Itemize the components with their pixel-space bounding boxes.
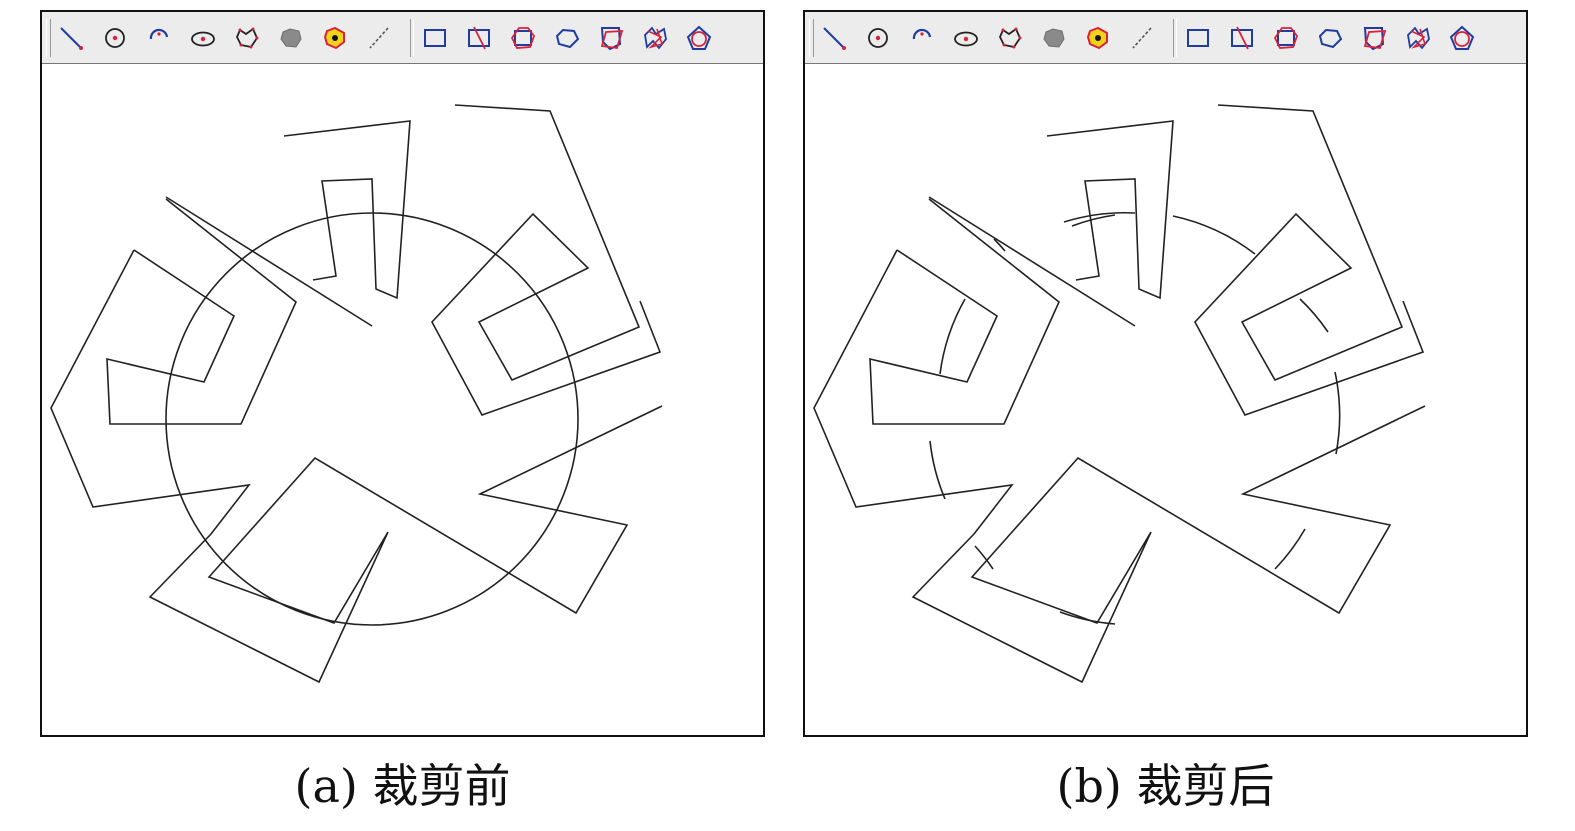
ellipse-tool-icon — [954, 31, 978, 47]
polygon-window-clip-tool-button[interactable] — [1359, 23, 1389, 53]
arc-tool-icon — [912, 28, 932, 40]
polygon-clip-tool-button[interactable] — [1271, 23, 1301, 53]
clip-boundary-arc — [1334, 371, 1341, 455]
complex-polygon-clip-tool-icon — [644, 26, 667, 50]
arc-tool-button[interactable] — [907, 23, 937, 53]
convex-polygon-tool-icon — [1318, 28, 1343, 49]
clip-boundary-arc — [1299, 298, 1329, 333]
clip-circle-window — [165, 212, 579, 626]
line-tool-button[interactable] — [819, 23, 849, 53]
circle-clip-tool-button[interactable] — [1447, 23, 1477, 53]
polygon-tool-icon — [236, 27, 259, 49]
line-tool-icon — [823, 27, 846, 50]
clip-boundary-arc — [1059, 611, 1116, 625]
circle-tool-icon — [868, 28, 888, 48]
fill-tool-icon — [1043, 28, 1065, 48]
rectangle-tool-button[interactable] — [1183, 23, 1213, 53]
panel-before-clipping — [40, 10, 765, 737]
drawing-canvas[interactable] — [805, 64, 1526, 735]
clipped-polygon-shape — [869, 198, 1060, 425]
line-tool-button[interactable] — [56, 23, 86, 53]
caption-before-clipping: (a) 裁剪前 — [294, 759, 511, 813]
complex-polygon-clip-tool-button[interactable] — [1403, 23, 1433, 53]
polygon-clip-tool-icon — [1273, 27, 1299, 49]
circle-tool-button[interactable] — [100, 23, 130, 53]
clipped-polygon-shape — [1194, 104, 1425, 416]
rectangle-tool-icon — [1187, 29, 1209, 47]
polygon-shape — [50, 249, 663, 684]
ellipse-tool-button[interactable] — [188, 23, 218, 53]
polygon-tool-button[interactable] — [232, 23, 262, 53]
seed-fill-tool-button[interactable] — [320, 23, 350, 53]
drawing-toolbar — [805, 12, 1526, 64]
polygon-shape — [283, 120, 411, 300]
polygon-tool-icon — [999, 27, 1022, 49]
circle-clip-tool-button[interactable] — [684, 23, 714, 53]
clip-boundary-arc — [939, 298, 966, 375]
clip-boundary-arc — [974, 545, 994, 570]
panel-after-clipping — [803, 10, 1528, 737]
polygon-window-clip-tool-button[interactable] — [596, 23, 626, 53]
clipped-polygon-shape — [1046, 120, 1174, 300]
convex-polygon-tool-icon — [555, 28, 580, 49]
rectangle-tool-button[interactable] — [420, 23, 450, 53]
line-clip-tool-button[interactable] — [464, 23, 494, 53]
caption-after-clipping: (b) 裁剪后 — [1056, 759, 1275, 813]
polygon-shape — [165, 196, 373, 327]
seed-fill-tool-icon — [323, 26, 345, 50]
dashed-line-tool-icon — [1132, 27, 1152, 49]
complex-polygon-clip-tool-icon — [1407, 26, 1430, 50]
line-clip-tool-icon — [1231, 26, 1253, 50]
circle-clip-tool-icon — [686, 25, 712, 50]
convex-polygon-tool-button[interactable] — [552, 23, 582, 53]
fill-tool-icon — [280, 28, 302, 48]
drawing-canvas[interactable] — [42, 64, 763, 735]
circle-tool-button[interactable] — [863, 23, 893, 53]
fill-tool-button[interactable] — [1039, 23, 1069, 53]
clip-boundary-arc — [1274, 528, 1306, 570]
toolbar-separator — [1173, 19, 1177, 57]
circle-clip-tool-icon — [1449, 25, 1475, 50]
polygon-clip-tool-button[interactable] — [508, 23, 538, 53]
toolbar-grip[interactable] — [809, 19, 814, 57]
line-tool-icon — [60, 27, 83, 50]
clip-boundary-arc — [1172, 215, 1256, 255]
seed-fill-tool-button[interactable] — [1083, 23, 1113, 53]
polygon-tool-button[interactable] — [995, 23, 1025, 53]
dashed-line-tool-icon — [369, 27, 389, 49]
toolbar-separator — [410, 19, 414, 57]
clip-boundary-arc — [993, 238, 1006, 252]
toolbar-grip[interactable] — [46, 19, 51, 57]
clipped-polygon-shape — [813, 249, 1426, 684]
ellipse-tool-icon — [191, 31, 215, 47]
fill-tool-button[interactable] — [276, 23, 306, 53]
dashed-line-tool-button[interactable] — [364, 23, 394, 53]
seed-fill-tool-icon — [1086, 26, 1108, 50]
circle-tool-icon — [105, 28, 125, 48]
drawing-surface[interactable] — [805, 64, 1526, 735]
arc-tool-button[interactable] — [144, 23, 174, 53]
clipped-polygon-shape — [928, 196, 1136, 327]
polygon-clip-tool-icon — [510, 27, 536, 49]
clip-boundary-arc — [1071, 214, 1116, 227]
line-clip-tool-icon — [468, 26, 490, 50]
clip-boundary-arc — [1063, 211, 1136, 223]
dashed-line-tool-button[interactable] — [1127, 23, 1157, 53]
clip-boundary-arc — [929, 440, 946, 500]
drawing-toolbar — [42, 12, 763, 64]
polygon-window-clip-tool-icon — [600, 27, 624, 51]
arc-tool-icon — [149, 28, 169, 40]
rectangle-tool-icon — [424, 29, 446, 47]
polygon-shape — [431, 104, 662, 416]
drawing-surface[interactable] — [42, 64, 763, 735]
convex-polygon-tool-button[interactable] — [1315, 23, 1345, 53]
polygon-window-clip-tool-icon — [1363, 27, 1387, 51]
complex-polygon-clip-tool-button[interactable] — [640, 23, 670, 53]
polygon-shape — [106, 198, 297, 425]
line-clip-tool-button[interactable] — [1227, 23, 1257, 53]
ellipse-tool-button[interactable] — [951, 23, 981, 53]
